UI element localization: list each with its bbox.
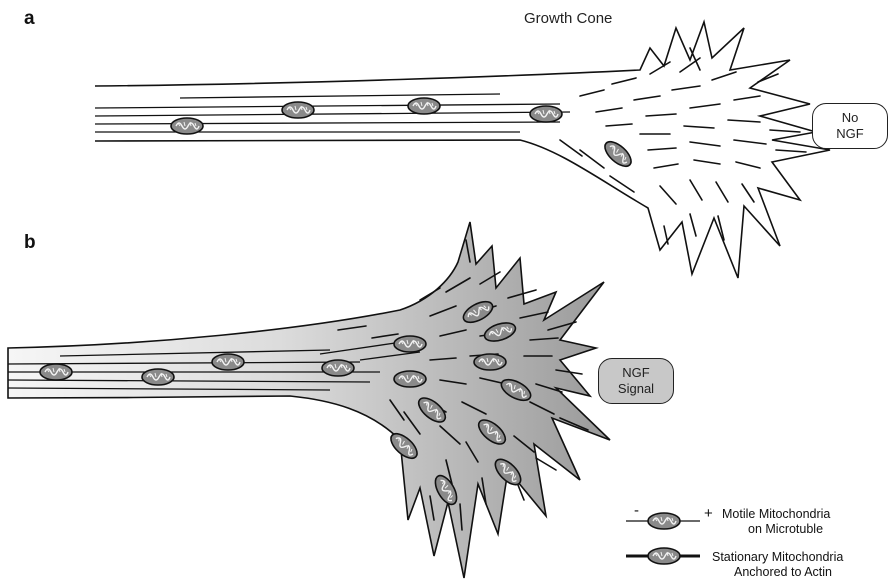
mitochondrion [408,98,440,114]
mitochondrion [282,102,314,118]
growth-cone-title: Growth Cone [524,10,612,27]
legend-minus-sign: - [634,502,639,519]
legend-stationary-label: Stationary Mitochondria Anchored to Acti… [712,550,894,580]
legend-stationary-symbol [626,548,700,564]
panel-label-b: b [24,232,36,254]
no-ngf-line2: NGF [836,126,863,142]
ngf-signal-line2: Signal [618,381,654,397]
no-ngf-line1: No [842,110,859,126]
mitochondrion [394,336,426,352]
mitochondrion [171,118,203,134]
ngf-signal-line1: NGF [622,365,649,381]
legend-motile-line1: Motile Mitochondria [722,507,894,522]
mitochondrion [530,106,562,122]
ngf-signal-box: NGF Signal [598,358,674,404]
panel-label-a: a [24,8,35,30]
no-ngf-box: No NGF [812,103,888,149]
legend-plus-sign: + [704,505,713,522]
legend-motile-line2: on Microtuble [722,522,894,537]
mitochondrion [142,369,174,385]
mitochondrion [474,354,506,370]
mitochondrion [212,354,244,370]
mitochondrion [394,371,426,387]
mitochondrion [40,364,72,380]
mitochondrion [322,360,354,376]
legend-stationary-line1: Stationary Mitochondria [712,550,894,565]
axon-a [95,22,830,278]
legend-stationary-line2: Anchored to Actin [712,565,894,580]
legend-motile-label: Motile Mitochondria on Microtuble [722,507,894,537]
